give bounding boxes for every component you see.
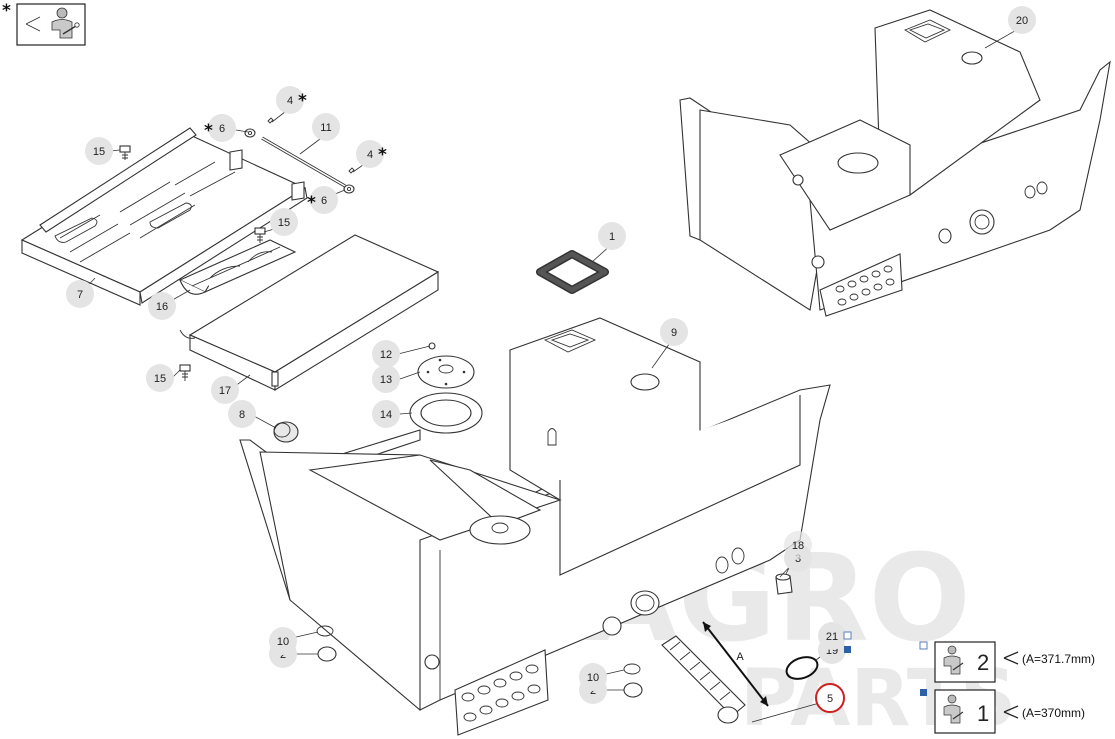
callout-15-a[interactable]: 15 <box>93 146 105 158</box>
bracket-part-16 <box>178 239 297 295</box>
filled-square-icon <box>920 689 927 696</box>
nut-part-6-a <box>244 128 256 138</box>
arrow-icon <box>25 16 41 32</box>
o-ring-part-19 <box>785 656 819 680</box>
callout-18[interactable]: 18 <box>792 540 804 552</box>
callout-5[interactable]: 5 <box>827 693 833 705</box>
grille-holes <box>461 664 541 722</box>
callout-4-a-star: * <box>298 91 307 111</box>
legend-number-2: 2 <box>977 650 989 675</box>
bolt-15-a <box>119 145 131 160</box>
callout-11[interactable]: 11 <box>320 122 331 134</box>
header-icon-box: * <box>2 1 86 46</box>
callout-13[interactable]: 13 <box>380 374 392 386</box>
gasket-part-1 <box>536 250 609 294</box>
plate-part-13 <box>417 355 475 389</box>
tray-bracket-part-7 <box>20 127 308 306</box>
reference-tank-assembly <box>679 9 1111 317</box>
legend-row-1[interactable]: 1 (A=370mm) <box>920 689 1085 734</box>
callout-17[interactable]: 17 <box>219 385 231 397</box>
gasket-part-14 <box>409 392 483 434</box>
arrow-icon <box>1003 651 1019 665</box>
callout-4-b-star: * <box>378 145 387 165</box>
callout-16[interactable]: 16 <box>156 301 168 313</box>
callout-15-b[interactable]: 15 <box>278 217 290 229</box>
main-tank-assembly <box>239 317 831 736</box>
legend-row-2[interactable]: 2 (A=371.7mm) <box>919 641 1095 683</box>
dimension-label: A <box>736 651 744 663</box>
bolt-15-b <box>254 227 266 243</box>
highlight-circle <box>815 683 845 713</box>
callout-9[interactable]: 9 <box>671 327 677 339</box>
arrow-icon <box>1003 705 1019 719</box>
panel-part-17 <box>179 234 440 391</box>
callout-14[interactable]: 14 <box>380 409 392 421</box>
nut-part-6-b <box>343 184 355 194</box>
mechanic-icon <box>943 694 964 724</box>
callout-6-a-star: * <box>204 121 213 141</box>
callout-1[interactable]: 1 <box>609 231 615 243</box>
empty-square-marker-21 <box>843 631 852 640</box>
mechanic-icon <box>943 645 964 675</box>
legend-number-1: 1 <box>977 701 989 726</box>
rod-part-11 <box>261 136 346 188</box>
small-grille-holes <box>835 265 895 306</box>
callout-4-a[interactable]: 4 <box>287 95 293 107</box>
cap-part-8 <box>273 421 299 443</box>
filled-square-marker-19 <box>844 646 851 653</box>
dimension-a: A <box>702 621 769 707</box>
header-star: * <box>2 1 11 21</box>
clip-part-4-a <box>267 117 274 124</box>
seal-part-10-b <box>623 663 641 675</box>
fitting-part-3 <box>775 573 793 595</box>
callout-21[interactable]: 21 <box>826 631 838 643</box>
callout-bubbles: 1 2 2 3 4 * 4 * 5 6 * 6 * 7 8 9 10 10 11 <box>66 6 1036 713</box>
seal-part-10-a <box>316 625 334 637</box>
callout-6-a[interactable]: 6 <box>219 123 225 135</box>
bolt-15-c <box>179 364 191 381</box>
legend-text-1: (A=370mm) <box>1022 706 1085 720</box>
clip-part-4-b <box>348 167 355 174</box>
plug-part-2-a <box>317 646 337 662</box>
callout-20[interactable]: 20 <box>1016 15 1028 27</box>
empty-square-icon <box>919 641 928 650</box>
callout-7[interactable]: 7 <box>77 289 83 301</box>
level-sensor-tube <box>661 635 746 724</box>
callout-4-b[interactable]: 4 <box>367 149 373 161</box>
callout-10-a[interactable]: 10 <box>277 636 289 648</box>
callout-10-b[interactable]: 10 <box>587 672 599 684</box>
callout-15-c[interactable]: 15 <box>154 373 166 385</box>
variant-legend: 2 (A=371.7mm) 1 (A=370mm) <box>919 641 1095 734</box>
callout-6-b[interactable]: 6 <box>321 195 327 207</box>
plug-part-2-b <box>623 682 643 698</box>
mechanic-icon <box>51 7 80 39</box>
legend-text-2: (A=371.7mm) <box>1022 652 1095 666</box>
callout-12[interactable]: 12 <box>380 349 392 361</box>
callout-8[interactable]: 8 <box>239 409 245 421</box>
callout-6-b-star: * <box>307 193 316 213</box>
